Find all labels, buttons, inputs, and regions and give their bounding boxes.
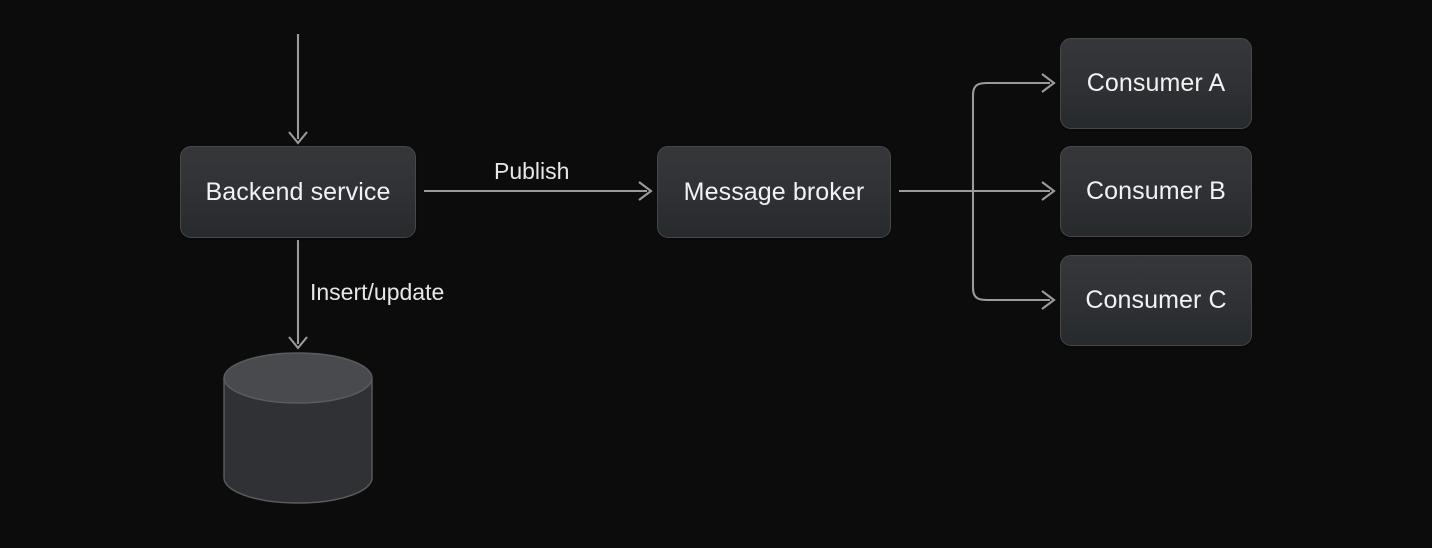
edge-broker-to-consumer-b <box>973 181 1056 201</box>
database-cylinder <box>223 352 373 504</box>
edge-backend-to-broker <box>424 181 653 201</box>
node-backend-service[interactable]: Backend service <box>180 146 416 238</box>
node-consumer-b-label: Consumer B <box>1086 177 1226 205</box>
edge-broker-to-consumer-a <box>971 73 1056 191</box>
edge-backend-to-database <box>288 240 308 350</box>
edge-broker-to-consumer-c <box>971 191 1056 310</box>
edge-label-insert-update: Insert/update <box>310 279 445 305</box>
node-consumer-a[interactable]: Consumer A <box>1060 38 1252 129</box>
node-consumer-b[interactable]: Consumer B <box>1060 146 1252 237</box>
edge-inbound-to-backend <box>288 34 308 145</box>
edge-label-publish: Publish <box>494 158 570 184</box>
node-consumer-a-label: Consumer A <box>1086 69 1226 97</box>
node-message-broker-label: Message broker <box>683 177 865 206</box>
node-consumer-c[interactable]: Consumer C <box>1060 255 1252 346</box>
node-message-broker[interactable]: Message broker <box>657 146 891 238</box>
node-consumer-c-label: Consumer C <box>1085 286 1227 314</box>
node-backend-service-label: Backend service <box>205 177 391 206</box>
